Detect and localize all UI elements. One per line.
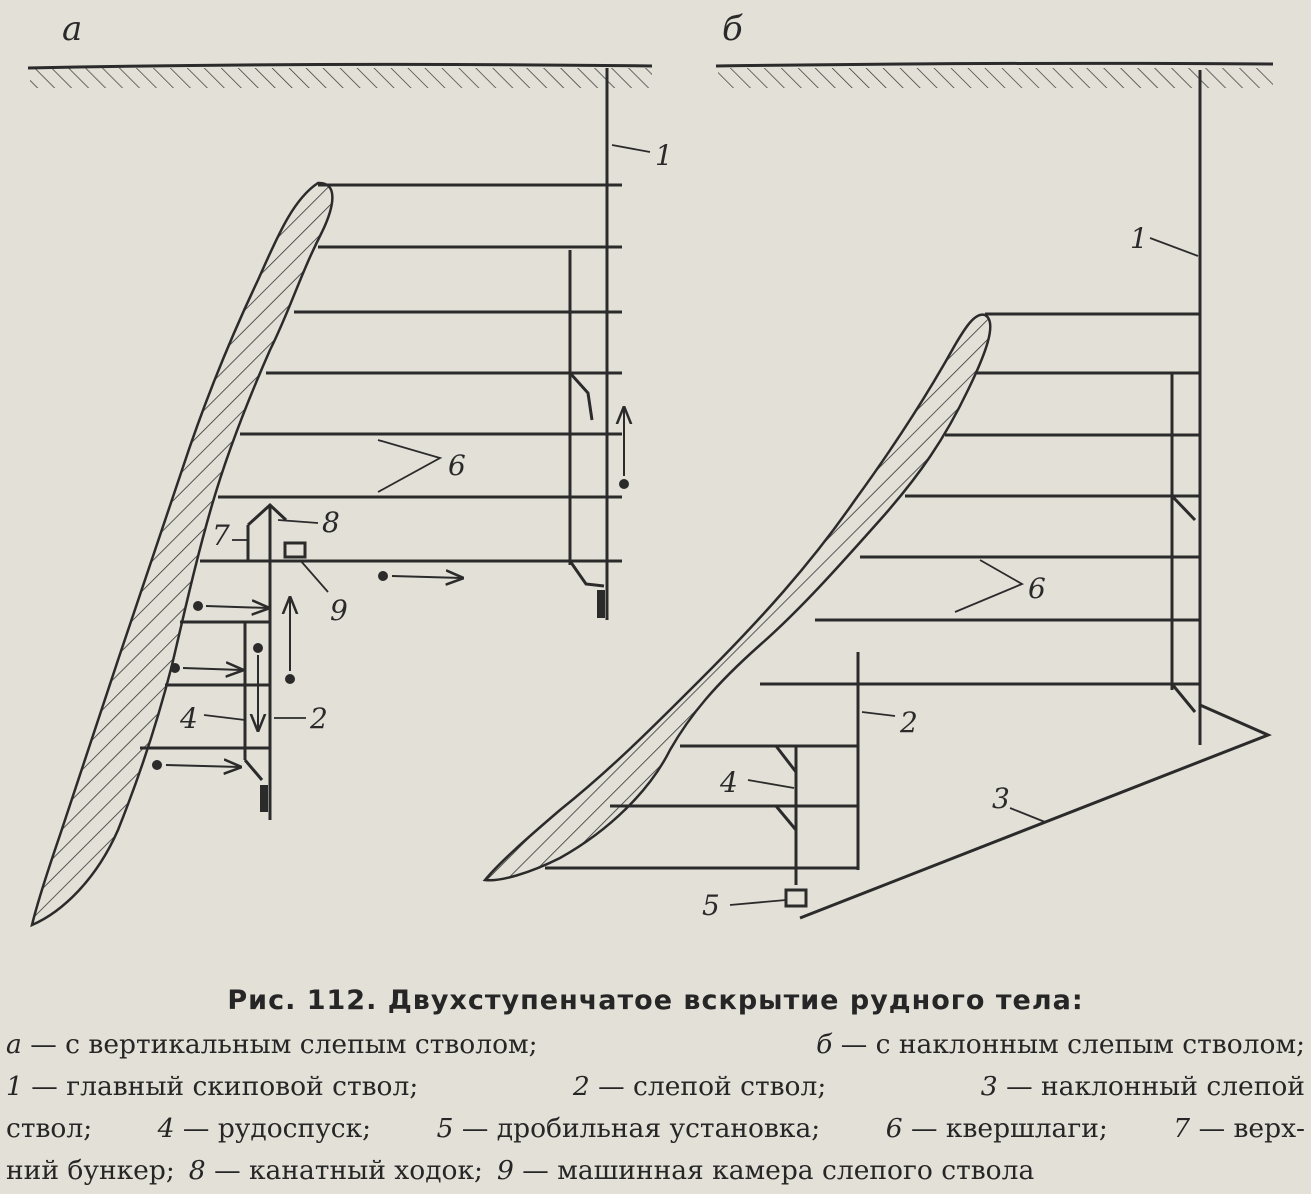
caption-entry-key: 9 [496,1155,514,1186]
caption-entry-key: а [6,1029,22,1060]
label-6-b: 6 [1028,572,1046,605]
caption-entry-key: 7 [1173,1113,1191,1144]
ground-surface-b [715,61,1274,88]
panel-b-label: б [722,9,743,49]
caption-entry: 7 — верх- [1173,1108,1305,1150]
caption-entry: 1 — главный скиповой ствол; [6,1066,418,1108]
label-7-a: 7 [212,519,230,552]
caption-entry: а — с вертикальным слепым стволом; [6,1024,538,1066]
caption-entry-text: — квершлаги; [902,1113,1108,1144]
ore-body-opening-diagram: а [27,9,1274,928]
label-4-b: 4 [719,766,738,799]
label-5-b: 5 [702,889,720,922]
label-8-a: 8 [322,506,340,539]
panel-a-label: а [62,9,82,49]
caption-line: а — с вертикальным слепым стволом; б — с … [0,1024,1311,1066]
label-1-a: 1 [655,139,673,172]
ore-body-a [30,181,334,928]
rope-way-a [246,502,288,527]
caption-entry-text: — главный скиповой ствол; [22,1071,419,1102]
label-3-b: 3 [992,782,1010,815]
caption-entry: ствол; [6,1108,92,1150]
caption-entry-text: — машинная камера слепого ствола [513,1155,1035,1186]
panel-b: б [482,9,1274,922]
inclined-blind-shaft-b [799,703,1272,920]
caption-entry-text: — дробильная установка; [453,1113,821,1144]
caption-line: 1 — главный скиповой ствол; 2 — слепой ст… [0,1066,1311,1108]
label-9-a: 9 [330,594,348,627]
caption-entry-text: — верх- [1190,1113,1305,1144]
label-4-a: 4 [179,702,198,735]
ground-surface-a [27,62,653,88]
caption-entry-key: 5 [436,1113,454,1144]
label-6-a: 6 [448,449,466,482]
caption-entry-key: 8 [188,1155,206,1186]
caption-entry-text: — слепой ствол; [589,1071,827,1102]
caption-entry-text: — канатный ходок; [205,1155,483,1186]
caption-entry: ний бункер; [6,1150,175,1192]
caption-entry-text: — наклонный слепой [997,1071,1305,1102]
caption-entry-key: 2 [572,1071,590,1102]
crosscuts-upper-a [200,183,622,563]
crosscuts-lower-a [140,620,270,750]
caption-entry-text: — с наклонным слепым стволом; [832,1029,1305,1060]
caption-entry: 2 — слепой ствол; [573,1066,826,1108]
caption-entry-text: — с вертикальным слепым стволом; [21,1029,538,1060]
caption-entry: б — с наклонным слепым стволом; [816,1024,1305,1066]
crosscuts-upper-b [760,312,1200,686]
label-2-b: 2 [899,706,918,739]
caption-entry: 5 — дробильная установка; [437,1108,821,1150]
flow-arrows-a [152,408,628,769]
caption-title: Рис. 112. Двухступенчатое вскрытие рудно… [227,985,1084,1016]
crusher-b [784,888,808,908]
caption-entry-key: 4 [157,1113,175,1144]
caption-entry: 3 — наклонный слепой [981,1066,1305,1108]
caption-entry-key: 3 [980,1071,998,1102]
caption-entry-key: б [816,1029,833,1060]
label-2-a: 2 [309,702,328,735]
caption-entry-text: ствол; [6,1113,93,1144]
crosscuts-lower-b [545,744,858,870]
caption-entry-text: ний бункер; [6,1155,175,1186]
panel-a: а [27,9,673,928]
caption-entry: 9 — машинная камера слепого ствола [497,1150,1034,1192]
hoist-chamber-a [283,541,307,559]
caption-legend: а — с вертикальным слепым стволом; б — с … [0,1024,1311,1192]
caption-entry: 8 — канатный ходок; [189,1150,483,1192]
caption-entry: 6 — квершлаги; [886,1108,1108,1150]
caption-line: ствол; 4 — рудоспуск; 5 — дробильная устан… [0,1108,1311,1150]
figure-caption: Рис. 112. Двухступенчатое вскрытие рудно… [0,980,1311,1192]
caption-entry-key: 1 [6,1071,23,1102]
caption-entry: 4 — рудоспуск; [158,1108,371,1150]
label-1-b: 1 [1130,222,1148,255]
caption-entry-text: — рудоспуск; [174,1113,372,1144]
caption-entry-key: 6 [885,1113,903,1144]
ore-body-b [482,313,992,882]
caption-line: ний бункер; 8 — канатный ходок; 9 — машинн… [0,1150,1311,1192]
